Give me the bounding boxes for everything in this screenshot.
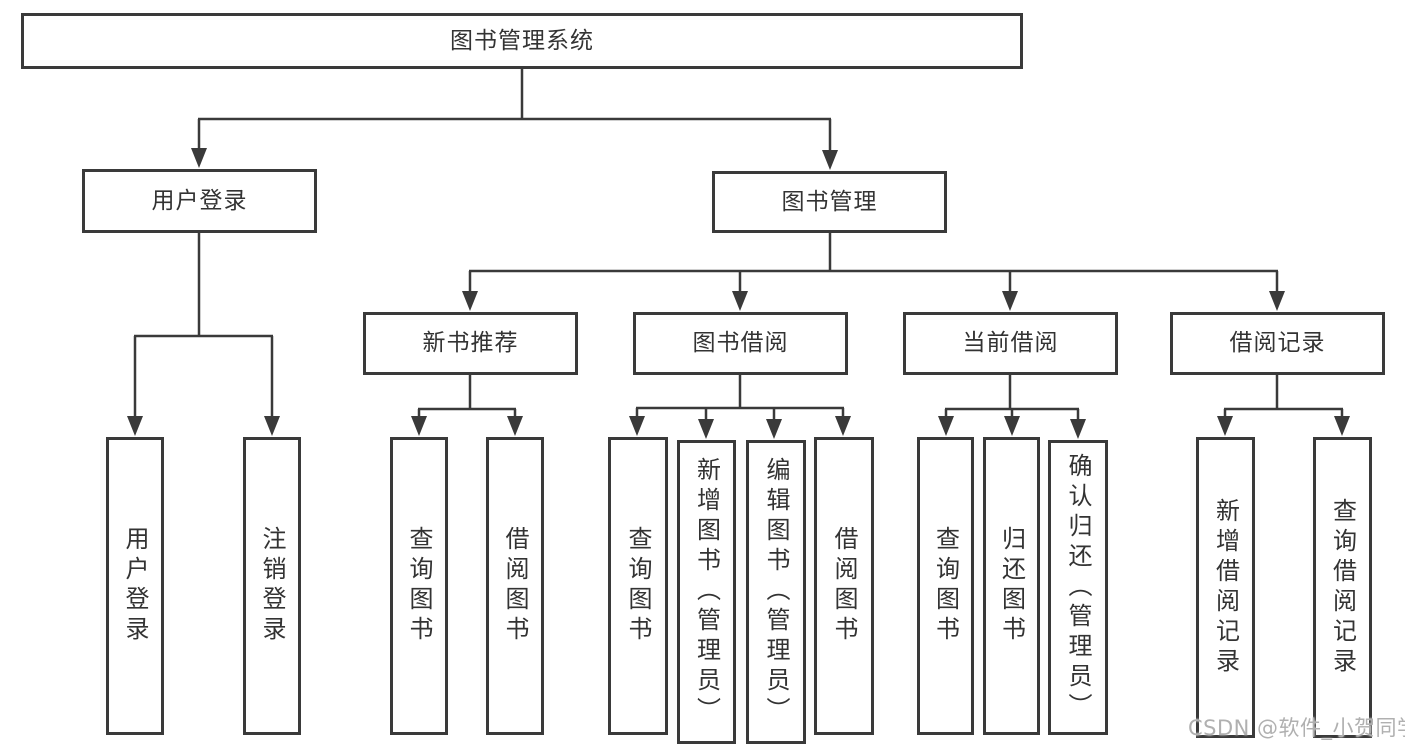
connector-current-borrow — [944, 375, 1080, 421]
node-current-borrow: 当前借阅 — [903, 312, 1118, 375]
arrow-down-icon — [127, 416, 143, 436]
arrow-down-icon — [766, 419, 782, 439]
arrow-down-icon — [462, 291, 478, 311]
leaf-borrow-books-recommend: 借阅图书 — [486, 437, 544, 735]
arrow-down-icon — [698, 419, 714, 439]
node-borrow-records: 借阅记录 — [1170, 312, 1385, 375]
leaf-add-borrow-record: 新增借阅记录 — [1196, 437, 1255, 738]
arrow-down-icon — [822, 150, 838, 170]
arrow-down-icon — [191, 148, 207, 168]
arrow-down-icon — [732, 291, 748, 311]
node-book-borrow: 图书借阅 — [633, 312, 848, 375]
leaf-logout: 注销登录 — [243, 437, 301, 735]
leaf-edit-book-admin: 编辑图书（管理员） — [746, 440, 806, 744]
node-library-system: 图书管理系统 — [21, 13, 1023, 69]
arrow-down-icon — [835, 416, 851, 436]
arrow-down-icon — [1002, 291, 1018, 311]
arrow-down-icon — [1334, 416, 1350, 436]
arrow-down-icon — [1070, 419, 1086, 439]
arrow-down-icon — [507, 416, 523, 436]
arrow-down-icon — [1217, 416, 1233, 436]
leaf-query-books-borrow: 查询图书 — [608, 437, 668, 735]
connector-new-book — [417, 375, 517, 418]
leaf-user-login: 用户登录 — [106, 437, 164, 735]
arrow-down-icon — [1004, 416, 1020, 436]
arrow-down-icon — [1269, 291, 1285, 311]
leaf-add-book-admin: 新增图书（管理员） — [677, 440, 736, 744]
node-new-book-recommend: 新书推荐 — [363, 312, 578, 375]
connector-user-login — [133, 233, 274, 418]
arrow-down-icon — [938, 416, 954, 436]
leaf-query-books-recommend: 查询图书 — [390, 437, 448, 735]
connector-book-borrow — [635, 375, 845, 421]
leaf-borrow-books: 借阅图书 — [814, 437, 874, 735]
connector-borrow-records — [1223, 375, 1344, 418]
arrow-down-icon — [264, 416, 280, 436]
arrow-down-icon — [411, 416, 427, 436]
connector-book-mgmt — [468, 233, 1279, 293]
arrow-down-icon — [629, 416, 645, 436]
watermark: CSDN @软件_小贺同学 — [1188, 716, 1405, 740]
connector-root — [197, 69, 832, 152]
leaf-query-books-current: 查询图书 — [917, 437, 974, 735]
leaf-confirm-return-admin: 确认归还（管理员） — [1048, 440, 1108, 735]
leaf-query-borrow-record: 查询借阅记录 — [1313, 437, 1372, 738]
node-user-login: 用户登录 — [82, 169, 317, 233]
node-book-management: 图书管理 — [712, 171, 947, 233]
leaf-return-book: 归还图书 — [983, 437, 1040, 735]
